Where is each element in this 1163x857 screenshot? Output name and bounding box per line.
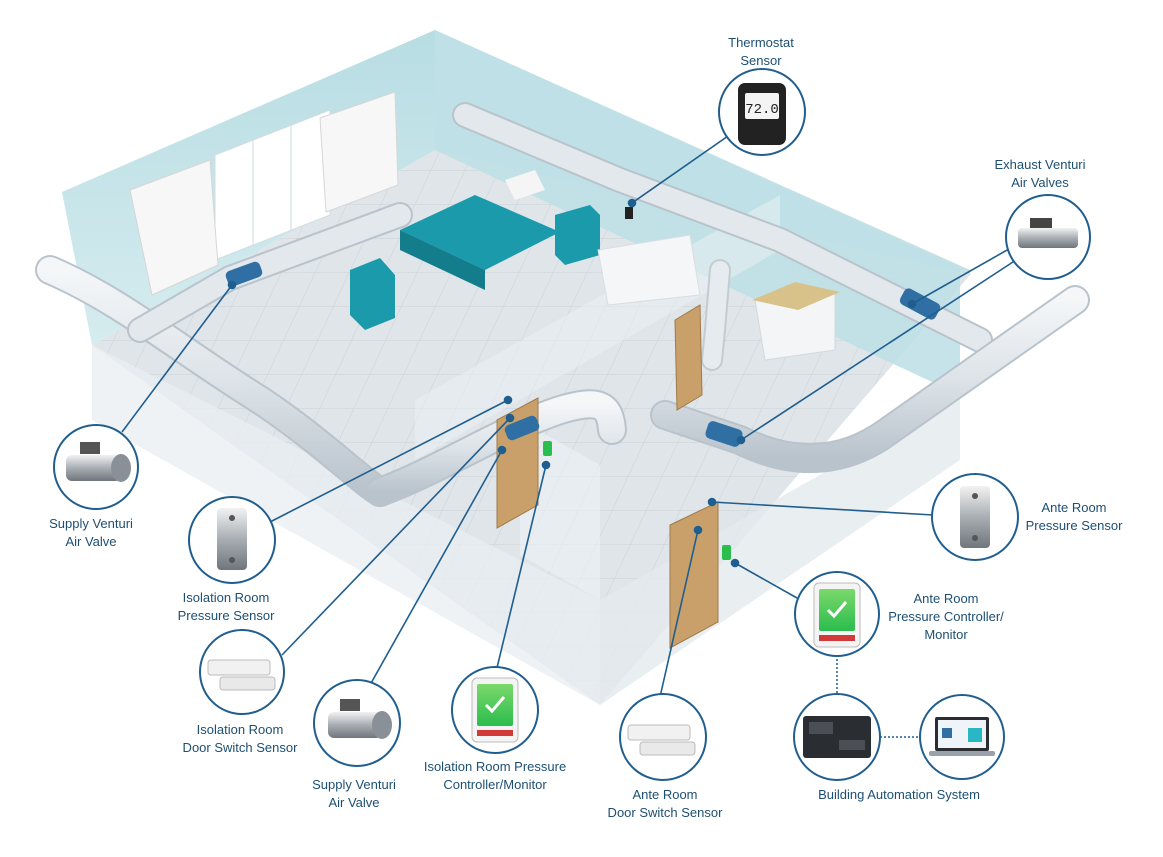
label-line: Air Valves bbox=[1011, 175, 1069, 190]
curtain-right bbox=[319, 91, 399, 213]
supply-valve-left-callout bbox=[53, 424, 139, 510]
door-switch-icon bbox=[627, 724, 691, 741]
label-building-automation-system: Building Automation System bbox=[818, 786, 980, 804]
label-line: Door Switch Sensor bbox=[182, 740, 298, 755]
thermostat-icon: 72.0 bbox=[718, 68, 806, 156]
label-line: Door Switch Sensor bbox=[607, 805, 723, 820]
side-table bbox=[555, 205, 600, 265]
exhaust-valves-callout bbox=[1005, 194, 1091, 280]
label-line: Ante Room bbox=[913, 591, 979, 606]
iso-door-switch-callout bbox=[199, 629, 285, 715]
label-line: Isolation Room bbox=[196, 722, 284, 737]
label-isolation-room-pressure-sensor: Isolation Room Pressure Sensor bbox=[178, 589, 275, 625]
label-supply-venturi-air-valve-center: Supply Venturi Air Valve bbox=[312, 776, 396, 812]
label-thermostat-sensor: Thermostat Sensor bbox=[728, 34, 794, 70]
label-line: Ante Room bbox=[632, 787, 698, 802]
label-line: Pressure Controller/ bbox=[888, 609, 1004, 624]
pressure-sensor-icon bbox=[217, 508, 247, 570]
windows bbox=[129, 91, 399, 296]
venturi-valve-icon bbox=[328, 712, 382, 738]
venturi-valve-icon bbox=[1018, 228, 1078, 248]
bed-mattress bbox=[400, 195, 560, 270]
bedside-cabinet bbox=[350, 258, 395, 330]
ante-controller-callout bbox=[794, 571, 880, 657]
bas-laptop-callout bbox=[919, 694, 1005, 780]
curtain-left bbox=[129, 159, 219, 296]
iso-pressure-sensor-callout bbox=[188, 496, 276, 584]
label-ante-room-pressure-sensor: Ante Room Pressure Sensor bbox=[1026, 499, 1123, 535]
duct-valves bbox=[225, 207, 941, 447]
exhaust-valve-device bbox=[899, 288, 941, 320]
furniture bbox=[350, 170, 840, 361]
supply-valve-left-device bbox=[225, 261, 263, 287]
label-line: Controller/Monitor bbox=[443, 777, 547, 792]
ante-door-green-indicator bbox=[722, 545, 731, 560]
label-line: Sensor bbox=[740, 53, 782, 68]
label-supply-venturi-air-valve-left: Supply Venturi Air Valve bbox=[49, 515, 133, 551]
front-wall-left-face bbox=[92, 345, 600, 705]
label-line: Supply Venturi bbox=[312, 777, 396, 792]
label-ante-room-door-switch-sensor: Ante Room Door Switch Sensor bbox=[608, 786, 723, 822]
countertop bbox=[752, 282, 840, 310]
door-switch-icon bbox=[207, 659, 271, 676]
ante-room-door bbox=[669, 501, 719, 649]
label-line: Air Valve bbox=[65, 534, 117, 549]
ante-pressure-sensor-callout bbox=[931, 473, 1019, 561]
label-line: Thermostat bbox=[728, 35, 794, 50]
thermostat-display-value: 72.0 bbox=[745, 102, 779, 118]
leader-lines bbox=[121, 126, 1017, 698]
callouts: 72.0 bbox=[53, 68, 1091, 781]
label-line: Isolation Room bbox=[182, 590, 270, 605]
bed-pillow bbox=[505, 170, 545, 200]
label-line: Pressure Sensor bbox=[1025, 518, 1123, 533]
label-line: Pressure Sensor bbox=[177, 608, 275, 623]
ante-door-switch-callout bbox=[619, 693, 707, 781]
label-ante-room-pressure-controller: Ante Room Pressure Controller/ Monitor bbox=[888, 590, 1004, 644]
label-line: Air Valve bbox=[328, 795, 380, 810]
label-line: Monitor bbox=[924, 627, 968, 642]
thermostat-wall-device bbox=[625, 207, 633, 219]
label-line: Exhaust Venturi bbox=[994, 157, 1086, 172]
label-line: Ante Room bbox=[1041, 500, 1107, 515]
supply-valve-center-callout bbox=[313, 679, 401, 767]
label-line: Building Automation System bbox=[818, 787, 980, 802]
exhaust-valve-center-device bbox=[705, 421, 743, 447]
ante-partition bbox=[520, 420, 600, 600]
bas-controller-callout bbox=[793, 693, 881, 781]
label-line: Supply Venturi bbox=[49, 516, 133, 531]
iso-controller-callout bbox=[451, 666, 539, 754]
label-isolation-room-pressure-controller: Isolation Room Pressure Controller/Monit… bbox=[424, 758, 566, 794]
pressure-sensor-icon bbox=[960, 486, 990, 548]
venturi-valve-icon bbox=[66, 455, 121, 481]
label-line: Isolation Room Pressure bbox=[423, 759, 567, 774]
restroom-door bbox=[674, 304, 703, 411]
bed-side bbox=[400, 230, 485, 290]
supply-valve-center-device bbox=[504, 415, 540, 441]
iso-door-green-indicator bbox=[543, 441, 552, 456]
label-isolation-room-door-switch-sensor: Isolation Room Door Switch Sensor bbox=[183, 721, 298, 757]
bas-connections bbox=[836, 655, 920, 738]
counter bbox=[597, 234, 701, 306]
label-exhaust-venturi-air-valves: Exhaust Venturi Air Valves bbox=[994, 156, 1085, 192]
